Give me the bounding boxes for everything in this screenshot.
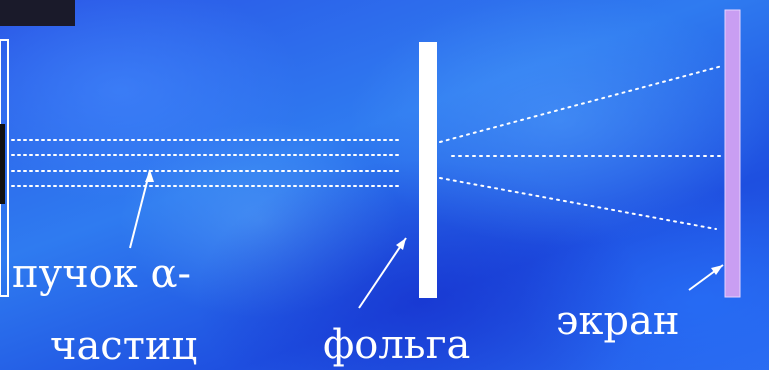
foil-plate bbox=[419, 42, 437, 298]
foil-label: фольга bbox=[323, 322, 470, 368]
source-block bbox=[0, 124, 5, 204]
scatter-line-down bbox=[439, 177, 717, 230]
screen-label: экран bbox=[556, 298, 680, 344]
pointer-lines bbox=[129, 169, 724, 309]
screen-pointer-arrowhead bbox=[711, 265, 723, 275]
beam-label-line1: пучок α- bbox=[12, 251, 191, 297]
scattered-beam bbox=[439, 65, 723, 230]
foil-pointer-arrowhead bbox=[396, 238, 406, 250]
beam-label-line2: частиц bbox=[50, 323, 197, 369]
foil-pointer bbox=[358, 237, 407, 309]
beam-pointer-arrowhead bbox=[145, 170, 154, 182]
corner-block bbox=[0, 0, 75, 26]
beam-pointer bbox=[129, 169, 151, 249]
source-frame bbox=[0, 39, 9, 297]
scatter-line-up bbox=[439, 65, 723, 143]
incoming-beam bbox=[11, 139, 401, 187]
screen-plate bbox=[724, 9, 741, 298]
